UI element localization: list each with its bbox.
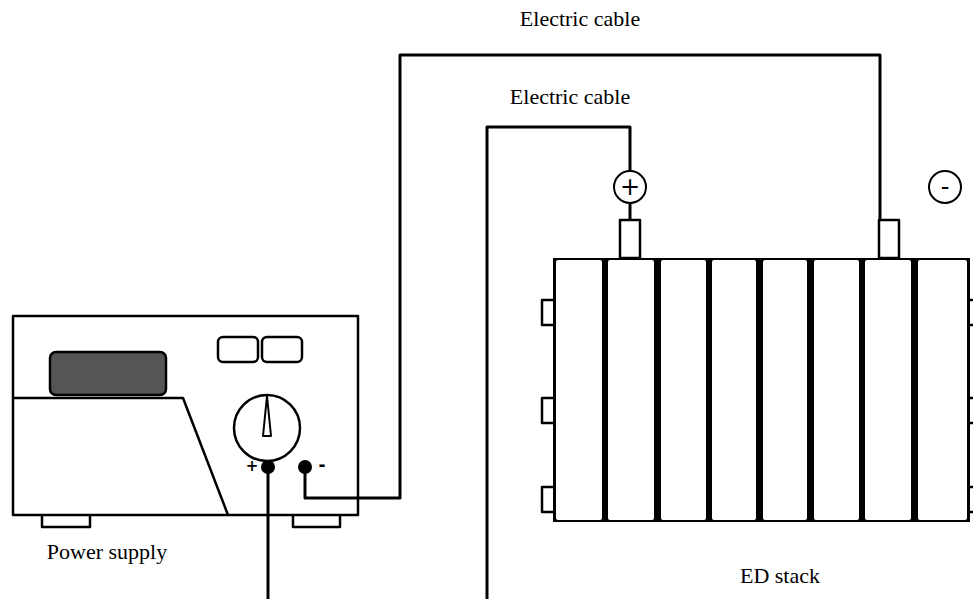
stack-back bbox=[553, 258, 970, 522]
terminal-dot bbox=[298, 460, 312, 474]
button bbox=[262, 337, 302, 362]
electric-cable bbox=[267, 467, 270, 599]
stack-plate bbox=[660, 259, 707, 521]
terminal-sign-circle: - bbox=[928, 170, 962, 204]
polarity-sign: - bbox=[941, 175, 950, 199]
stack-plate bbox=[762, 259, 808, 521]
power-supply-foot bbox=[42, 515, 90, 527]
stack-plate bbox=[917, 259, 968, 521]
stack-plate bbox=[607, 259, 655, 521]
device-label: Power supply bbox=[47, 541, 167, 563]
terminal-dot bbox=[261, 460, 275, 474]
terminal-connector bbox=[879, 220, 899, 258]
stack-plate bbox=[711, 259, 757, 521]
stack-plate bbox=[555, 259, 603, 521]
terminal-sign: + bbox=[246, 459, 259, 474]
knob bbox=[234, 395, 300, 461]
stack-plate bbox=[813, 259, 860, 521]
knob-needle bbox=[263, 396, 271, 436]
device-label: ED stack bbox=[740, 565, 820, 587]
polarity-sign: + bbox=[620, 175, 640, 199]
terminal-sign-circle: + bbox=[613, 170, 647, 204]
display bbox=[50, 352, 166, 395]
power-supply-panel-line bbox=[13, 398, 228, 515]
cable-label: Electric cable bbox=[510, 86, 630, 108]
terminal-connector bbox=[620, 220, 640, 258]
power-supply-foot bbox=[293, 515, 340, 527]
cable-label: Electric cable bbox=[520, 8, 640, 30]
stack-plate bbox=[864, 259, 912, 521]
terminal-sign: - bbox=[318, 457, 325, 474]
button bbox=[218, 337, 258, 362]
